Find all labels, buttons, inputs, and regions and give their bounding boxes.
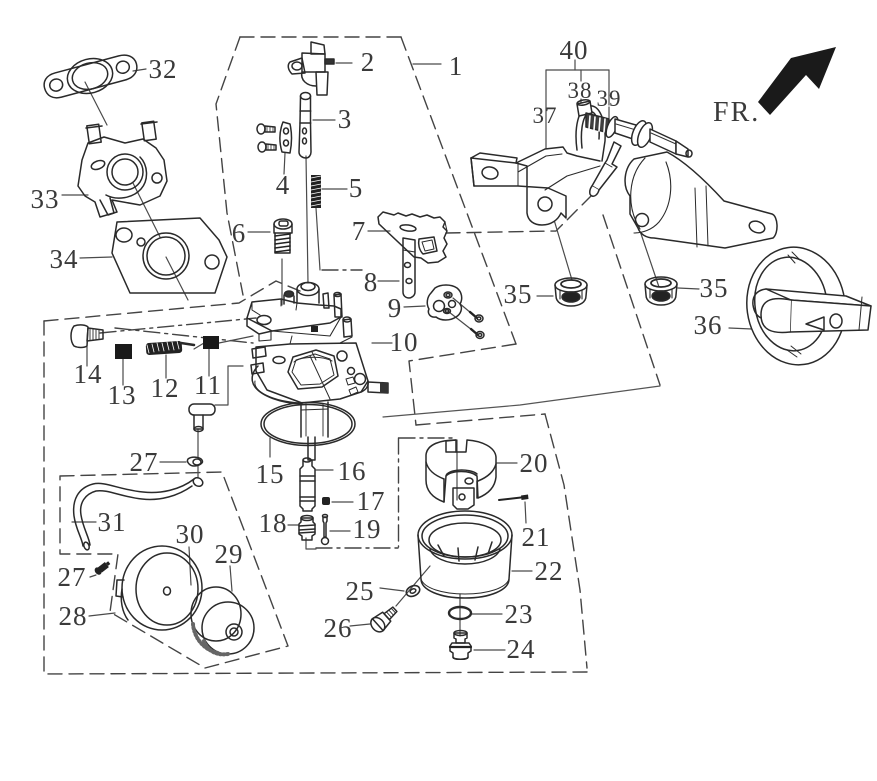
svg-text:15: 15 (256, 459, 285, 489)
svg-text:28: 28 (59, 601, 88, 631)
svg-text:38: 38 (568, 78, 593, 103)
svg-text:24: 24 (507, 634, 536, 664)
svg-text:29: 29 (215, 539, 244, 569)
svg-text:7: 7 (352, 216, 367, 246)
svg-text:16: 16 (338, 456, 367, 486)
svg-text:9: 9 (388, 293, 403, 323)
svg-text:17: 17 (357, 486, 386, 516)
svg-text:34: 34 (50, 244, 79, 274)
svg-text:10: 10 (390, 327, 419, 357)
svg-text:4: 4 (276, 170, 291, 200)
svg-text:12: 12 (151, 373, 180, 403)
svg-text:33: 33 (31, 184, 60, 214)
svg-text:40: 40 (560, 35, 589, 65)
svg-text:22: 22 (535, 556, 564, 586)
svg-text:3: 3 (338, 104, 353, 134)
svg-text:39: 39 (597, 86, 622, 111)
svg-text:26: 26 (324, 613, 353, 643)
svg-text:36: 36 (694, 310, 723, 340)
svg-text:11: 11 (194, 370, 222, 400)
svg-text:35: 35 (700, 273, 729, 303)
svg-text:35: 35 (504, 279, 533, 309)
svg-text:23: 23 (505, 599, 534, 629)
svg-text:27: 27 (58, 562, 87, 592)
svg-text:FR.: FR. (713, 97, 760, 128)
svg-text:27: 27 (130, 447, 159, 477)
svg-text:2: 2 (361, 47, 376, 77)
svg-text:8: 8 (364, 267, 379, 297)
svg-text:21: 21 (522, 522, 551, 552)
svg-text:19: 19 (353, 514, 382, 544)
svg-text:14: 14 (74, 359, 103, 389)
svg-text:20: 20 (520, 448, 549, 478)
svg-text:13: 13 (108, 380, 137, 410)
svg-text:25: 25 (346, 576, 375, 606)
svg-text:18: 18 (259, 508, 288, 538)
svg-text:37: 37 (533, 103, 558, 128)
svg-text:6: 6 (232, 218, 247, 248)
svg-text:31: 31 (98, 507, 127, 537)
svg-text:32: 32 (149, 54, 178, 84)
svg-text:1: 1 (449, 51, 464, 81)
svg-text:5: 5 (349, 173, 364, 203)
svg-text:30: 30 (176, 519, 205, 549)
